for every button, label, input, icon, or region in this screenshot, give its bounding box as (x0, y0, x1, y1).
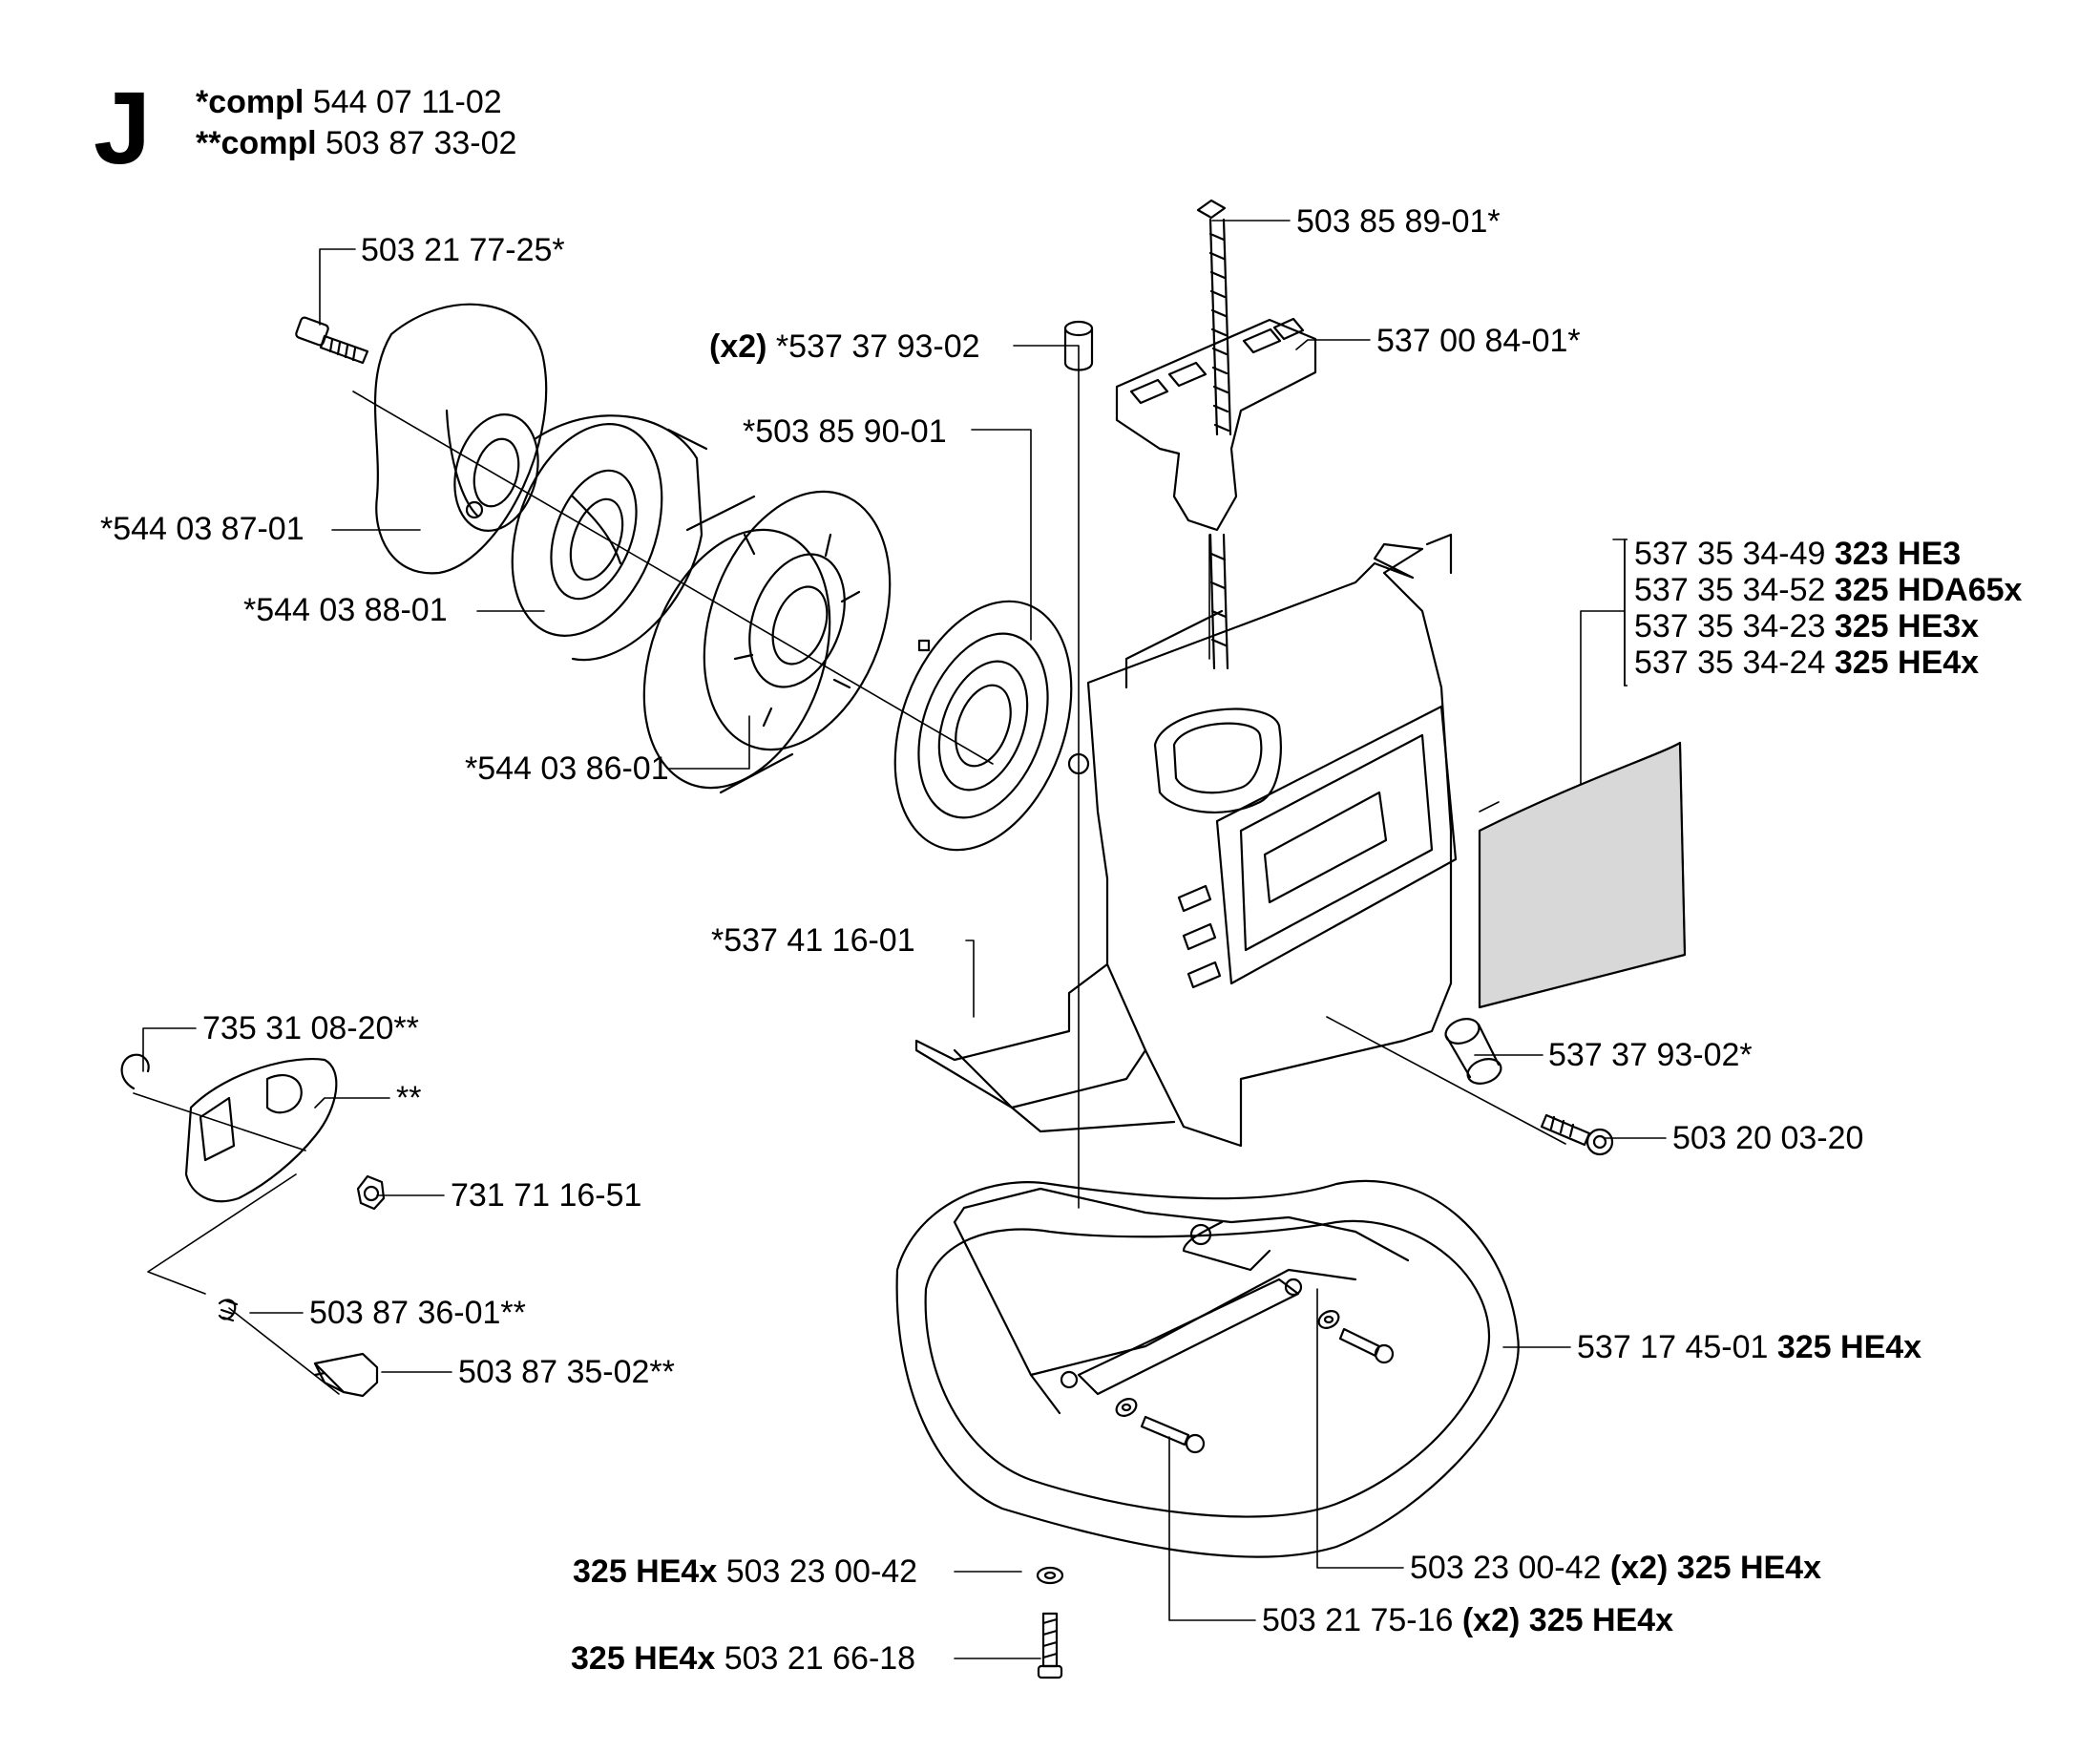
part-label: *544 03 87-01 (100, 513, 304, 545)
washer-screw-lower (1115, 1398, 1206, 1454)
part-label: 503 21 75-16 (x2) 325 HE4x (1262, 1604, 1673, 1637)
part-label: 537 37 93-02* (1548, 1039, 1753, 1071)
part-number: 537 37 93-02* (1548, 1037, 1753, 1073)
part-number: 503 21 77-25* (361, 232, 565, 268)
bushing-537-37-93-02-lower (1444, 1018, 1502, 1085)
part-label: 537 35 34-23 325 HE3x (1634, 610, 1979, 643)
part-label: *544 03 86-01 (465, 752, 669, 785)
part-label: 537 17 45-01 325 HE4x (1577, 1331, 1922, 1363)
part-label: 503 85 89-01* (1296, 205, 1501, 238)
model-name: 325 HE4x (1776, 1329, 1922, 1365)
part-number: 503 85 89-01* (1296, 203, 1501, 240)
part-label: *537 41 16-01 (711, 924, 915, 957)
part-label: 537 00 84-01* (1376, 325, 1581, 357)
support-537-17-45-01 (895, 1179, 1520, 1558)
part-label: 503 20 03-20 (1672, 1122, 1863, 1154)
model-name: 325 HDA65x (1834, 572, 2023, 608)
starter-housing-537-41-16-01 (914, 533, 1458, 1148)
part-number: *537 41 16-01 (711, 922, 915, 959)
part-number: 503 87 36-01** (309, 1295, 526, 1331)
spring-503-87-36-01 (218, 1299, 239, 1322)
part-label: 503 23 00-42 (x2) 325 HE4x (1410, 1552, 1821, 1584)
part-number: 537 35 34-49 (1634, 536, 1826, 572)
decal-537-35-34 (1478, 741, 1687, 1009)
part-label: (x2) *537 37 93-02 (709, 330, 980, 363)
part-label: 503 87 35-02** (458, 1356, 675, 1388)
part-number: 735 31 08-20** (202, 1010, 419, 1046)
part-number: 537 35 34-24 (1634, 644, 1826, 681)
part-qty: (x2) (1609, 1550, 1669, 1586)
compl-line-1: *compl 544 07 11-02 (196, 86, 502, 118)
part-label: 325 HE4x 503 21 66-18 (571, 1642, 915, 1675)
rope-pulley-544-03-86-01 (642, 490, 892, 794)
model-name: 325 HE4x (1834, 644, 1980, 681)
part-number: 537 35 34-52 (1634, 572, 1826, 608)
part-label: *544 03 88-01 (243, 594, 448, 626)
part-label: 537 35 34-24 325 HE4x (1634, 646, 1979, 679)
circlip-735-31-08-20 (120, 1053, 150, 1090)
compl-prefix: **compl (196, 125, 317, 161)
screw-503-21-77-25 (295, 316, 369, 365)
part-label: 325 HE4x 503 23 00-42 (573, 1555, 917, 1588)
pawl-cover (184, 1058, 338, 1203)
model-name: 325 HE4x (571, 1640, 716, 1677)
part-label: 503 21 77-25* (361, 234, 565, 266)
screw-503-20-03-20 (1540, 1113, 1614, 1156)
nut-731-71-16-51 (356, 1174, 386, 1211)
model-name: 325 HE4x (1676, 1550, 1822, 1586)
spring-housing-544-03-88-01 (511, 414, 708, 662)
compl-part: 503 87 33-02 (326, 125, 517, 161)
part-label: 537 35 34-52 325 HDA65x (1634, 574, 2022, 606)
part-number: *537 37 93-02 (775, 328, 980, 365)
part-number: *544 03 87-01 (100, 511, 304, 547)
bushing-537-37-93-02 (1063, 320, 1094, 371)
model-name: 325 HE3x (1834, 608, 1980, 644)
spring-503-85-90-01 (893, 600, 1073, 852)
compl-part: 544 07 11-02 (312, 84, 502, 120)
model-name: 325 HE4x (573, 1553, 718, 1590)
starter-handle-537-00-84-01 (1115, 199, 1317, 670)
part-number: 537 35 34-23 (1634, 608, 1826, 644)
washer-screw-upper (1317, 1310, 1395, 1364)
part-number: 503 21 66-18 (724, 1640, 916, 1677)
part-number: 731 71 16-51 (451, 1177, 642, 1214)
part-number: *503 85 90-01 (743, 413, 947, 450)
part-number: 537 17 45-01 (1577, 1329, 1769, 1365)
compl-prefix: *compl (196, 84, 304, 120)
part-label: ** (396, 1082, 421, 1114)
part-number: 503 23 00-42 (725, 1553, 918, 1590)
section-letter: J (94, 70, 152, 185)
part-label: 735 31 08-20** (202, 1012, 419, 1045)
part-label: *503 85 90-01 (743, 415, 947, 448)
part-number: *544 03 86-01 (465, 750, 669, 787)
washer-screw-bottom (1036, 1566, 1064, 1679)
model-name: 325 HE4x (1528, 1602, 1674, 1638)
part-label: 731 71 16-51 (451, 1179, 641, 1212)
part-label: 503 87 36-01** (309, 1297, 526, 1329)
part-number: *544 03 88-01 (243, 592, 448, 628)
part-label: 537 35 34-49 323 HE3 (1634, 538, 1961, 570)
pawl-503-87-35-02 (313, 1352, 379, 1398)
model-name: 323 HE3 (1834, 536, 1962, 572)
part-number: 503 21 75-16 (1262, 1602, 1454, 1638)
part-qty: (x2) (1461, 1602, 1521, 1638)
part-number: ** (396, 1080, 422, 1116)
part-number: 503 87 35-02** (458, 1354, 675, 1390)
part-number: 503 23 00-42 (1410, 1550, 1602, 1586)
compl-line-2: **compl 503 87 33-02 (196, 127, 516, 159)
pulley-cover-544-03-87-01 (373, 303, 548, 575)
part-number: 537 00 84-01* (1376, 323, 1581, 359)
part-number: 503 20 03-20 (1672, 1120, 1864, 1156)
part-qty: (x2) (709, 328, 767, 365)
